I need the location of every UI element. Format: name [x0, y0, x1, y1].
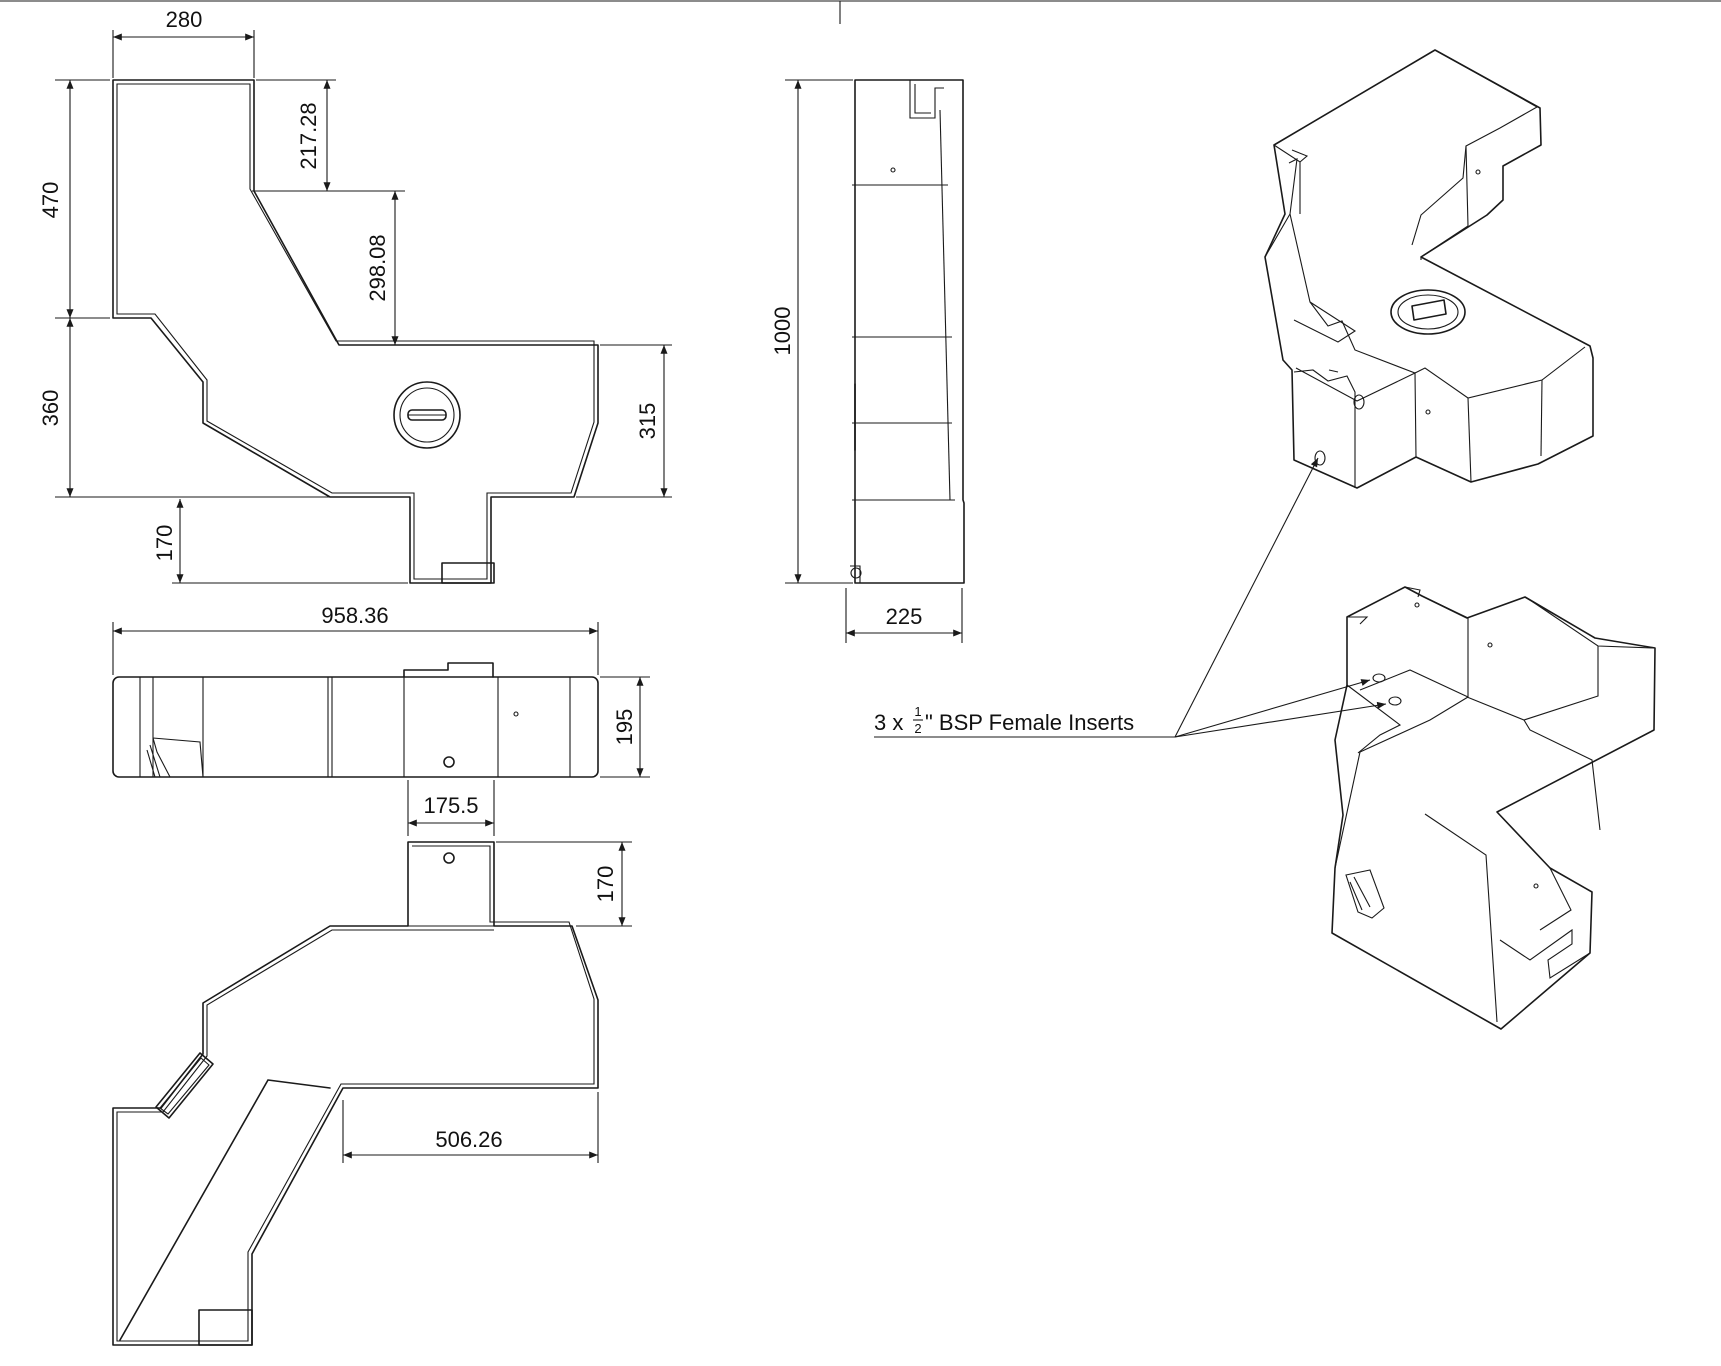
dim-outlet-width: 175.5	[423, 793, 478, 818]
callout-suffix: " BSP Female Inserts	[925, 710, 1134, 735]
dim-side-depth: 225	[886, 604, 923, 629]
isometric-view-lower	[1331, 586, 1656, 1030]
side-view	[850, 79, 965, 584]
dim-right-height: 315	[635, 403, 660, 440]
dim-front-height: 195	[612, 709, 637, 746]
dim-upper-height: 470	[38, 182, 63, 219]
dim-overall-width: 958.36	[321, 603, 388, 628]
isometric-view-upper	[1264, 49, 1594, 489]
dim-step-298: 298.08	[365, 234, 390, 301]
front-view-dimensions: 958.36 195 175.5	[112, 603, 650, 836]
dim-bottom-width: 506.26	[435, 1127, 502, 1152]
top-view	[112, 79, 599, 584]
top-view-dimensions: 280 470 360 217.28 298.08 315 170	[38, 7, 672, 584]
front-view	[112, 662, 599, 778]
callout-prefix: 3 x	[874, 710, 903, 735]
dim-side-height: 1000	[770, 307, 795, 356]
dim-top-width: 280	[166, 7, 203, 32]
callout-label: 3 x	[874, 710, 903, 735]
bottom-view-dimensions: 170 506.26	[342, 841, 632, 1163]
dim-step-217: 217.28	[296, 102, 321, 169]
callout-fraction-num: 1	[914, 704, 921, 719]
callout-inserts: 3 x 1 2 " BSP Female Inserts	[874, 457, 1387, 738]
filler-cap-iso	[1390, 289, 1466, 335]
dim-bottom-outlet-height: 170	[593, 866, 618, 903]
dim-outlet-height: 170	[152, 525, 177, 562]
callout-fraction-den: 2	[914, 721, 921, 736]
sheet-border	[0, 0, 1721, 24]
side-view-dimensions: 1000 225	[770, 79, 963, 643]
bottom-view	[112, 841, 599, 1346]
dim-lower-height: 360	[38, 390, 63, 427]
filler-cap-top	[393, 381, 461, 449]
